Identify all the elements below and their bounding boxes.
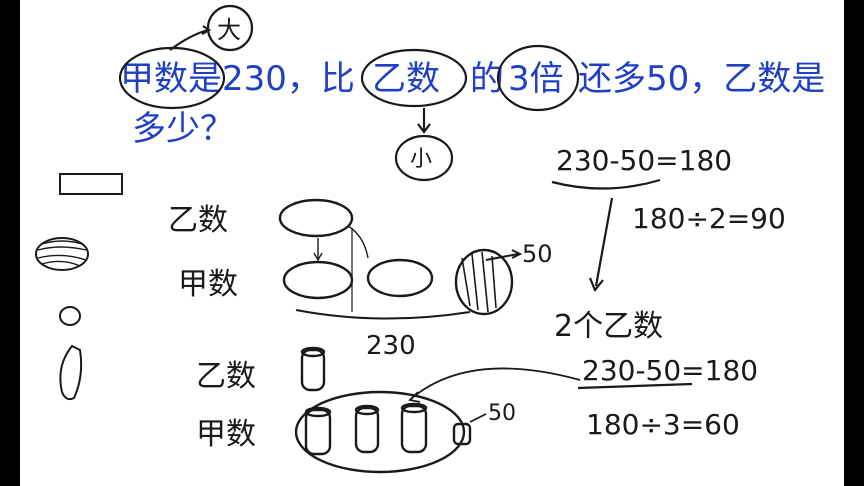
d2-label-50: 50 — [488, 401, 516, 426]
work-eq3: 230-50=180 — [582, 354, 758, 387]
work-eq1: 230-50=180 — [556, 144, 732, 177]
d1-label-230: 230 — [366, 331, 416, 361]
d1-brace-230 — [295, 309, 471, 320]
rectangle-icon — [59, 173, 123, 195]
small-ball-icon — [59, 306, 81, 326]
d2-jia-cylinder-2-top — [354, 404, 380, 416]
arrow-to-big — [169, 28, 209, 51]
d1-extra-oval — [454, 248, 514, 316]
circle-small — [394, 134, 454, 182]
circle-big — [206, 4, 254, 52]
problem-line1-part-d: 3倍 — [508, 59, 564, 99]
right-letterbox — [844, 0, 864, 486]
problem-annotations — [118, 4, 580, 182]
work-note: 2个乙数 — [554, 309, 663, 344]
canvas — [20, 0, 844, 486]
d1-arrow-head — [313, 252, 323, 262]
arrow-head-small — [417, 123, 431, 134]
work-eq4: 180÷3=60 — [586, 408, 740, 441]
diagram1 — [278, 198, 523, 320]
d1-hatching — [461, 251, 497, 313]
d1-label-yi: 乙数 — [168, 203, 228, 238]
d2-jia-cylinder-3-top — [400, 402, 428, 414]
d1-arrow-50 — [485, 253, 519, 261]
d1-jia-oval-2 — [366, 258, 434, 298]
diagram2 — [294, 346, 581, 474]
circle-yi — [360, 48, 468, 108]
watermelon-stripes — [37, 240, 87, 267]
brace-eq1 — [551, 178, 661, 190]
d2-jia-cylinder-3 — [400, 404, 428, 454]
d2-group-oval — [294, 390, 466, 474]
d2-jia-cylinder-1 — [304, 408, 332, 456]
d1-label-50: 50 — [522, 240, 553, 268]
d2-label-yi: 乙数 — [196, 359, 256, 394]
work-marks — [551, 178, 693, 390]
note-small: 小 — [410, 147, 432, 172]
underline-eq3 — [577, 382, 693, 390]
d1-label-jia: 甲数 — [178, 267, 238, 302]
watermelon-icon — [35, 237, 89, 271]
d2-yi-cylinder — [300, 348, 326, 392]
note-big: 大 — [217, 16, 241, 44]
d2-label-jia: 甲数 — [196, 417, 256, 452]
problem-line1-part-a: 甲数是230，比 — [120, 59, 355, 99]
problem-line1-part-b: 乙数 — [372, 59, 440, 99]
leaf-icon — [59, 344, 83, 401]
arrow-to-note-head — [588, 277, 604, 293]
arrow-head-big — [201, 25, 212, 35]
d1-yi-oval — [278, 198, 354, 238]
work-eq2: 180÷2=90 — [632, 202, 786, 235]
left-letterbox — [0, 0, 20, 486]
d2-arrow-50 — [469, 413, 487, 423]
d2-link-arrow — [411, 367, 581, 399]
d2-yi-cylinder-top — [300, 346, 326, 358]
d2-jia-cylinder-2 — [354, 406, 380, 454]
d2-link-arrow-head — [408, 391, 421, 403]
left-icons — [35, 173, 123, 401]
d1-arrow-right — [347, 225, 369, 259]
arrow-to-note — [594, 197, 614, 287]
problem-line2: 多少？ — [132, 109, 234, 149]
problem-line1-part-e: 还多50，乙数是 — [578, 59, 825, 99]
circle-3bei — [496, 44, 580, 112]
problem-text: 甲数是230，比 乙数 的 3倍 还多50，乙数是 多少？ — [120, 59, 825, 149]
d1-arrow-50-head — [511, 249, 523, 259]
